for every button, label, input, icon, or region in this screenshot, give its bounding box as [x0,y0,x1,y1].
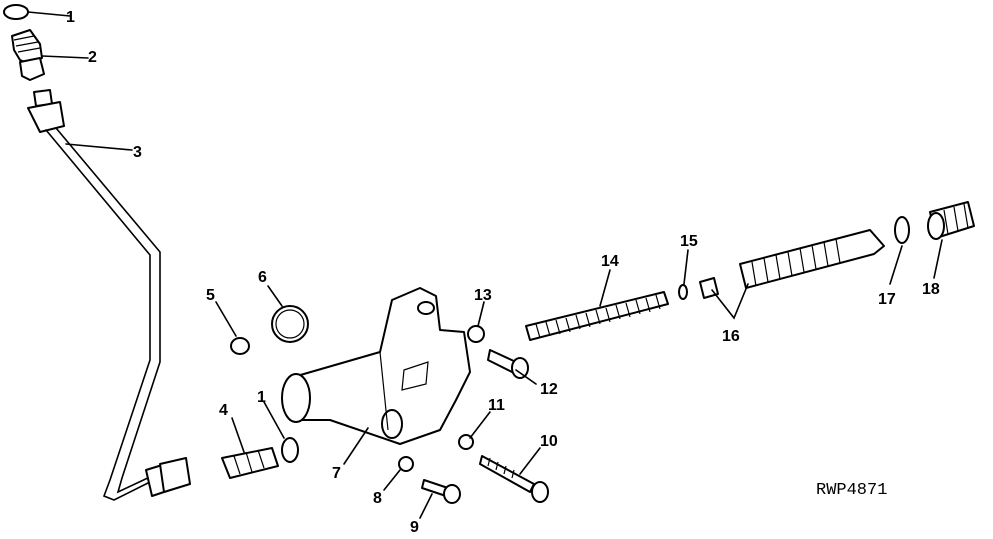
part-10-long-bolt [479,455,549,503]
callouts: 1 2 3 4 5 6 1 7 8 9 10 11 12 13 14 15 16… [66,9,940,536]
callout-16: 16 [722,328,740,345]
part-3-tube-line [27,89,191,501]
part-1-o-ring-lower [281,437,299,463]
leader-lines [27,11,943,519]
part-17-o-ring [894,216,910,244]
part-5-o-ring [230,337,250,355]
part-1-o-ring-top [3,4,29,20]
part-2-fitting [11,29,45,81]
part-18-end-plug [927,201,975,240]
part-6-o-ring [271,305,309,343]
part-4-union-fitting [221,447,279,479]
part-16-valve-spool [699,229,885,299]
callout-6: 6 [258,269,267,286]
callout-8: 8 [373,490,382,507]
reference-code: RWP4871 [816,481,887,500]
callout-13: 13 [474,287,492,304]
callout-5: 5 [206,287,215,304]
part-7-valve-housing [281,287,471,445]
callout-11: 11 [488,397,505,414]
part-14-spring [525,291,669,341]
part-8-washer [398,456,414,472]
callout-3: 3 [133,144,142,161]
callout-1-top: 1 [66,9,75,26]
part-9-bolt [421,479,461,504]
callout-15: 15 [680,233,698,250]
callout-1-lower: 1 [257,389,266,406]
part-13-washer [467,325,485,343]
callout-9: 9 [410,519,419,534]
callout-2: 2 [88,49,97,66]
callout-12: 12 [540,381,558,398]
part-15-ring [678,284,688,300]
callout-18: 18 [922,281,940,298]
callout-14: 14 [601,253,619,270]
callout-17: 17 [878,291,896,308]
callout-10: 10 [540,433,558,450]
callout-7: 7 [332,465,341,482]
part-12-bolt [487,349,529,379]
callout-4: 4 [219,402,228,419]
